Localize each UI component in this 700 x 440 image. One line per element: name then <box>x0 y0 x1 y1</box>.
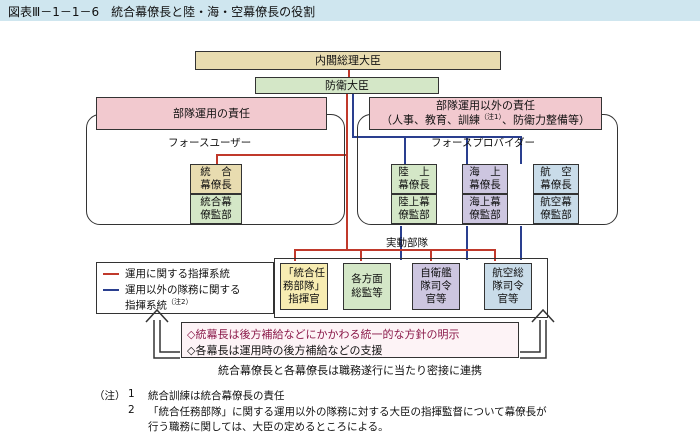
gsdf-staff-office-box: 陸上幕 僚監部 <box>391 194 437 224</box>
joint-chief-box: 統 合 幕僚長 <box>190 164 242 194</box>
title-band <box>0 0 700 21</box>
ops-line-navy <box>430 249 432 261</box>
nonops-detail-b: 、防衛力整備等） <box>501 113 590 127</box>
nonops-detail: （人事、教育、訓練（注1）、防衛力整備等） <box>381 113 590 127</box>
legend-nonops-label-b: 指揮系統 <box>125 299 167 312</box>
prime-minister-box: 内閣総理大臣 <box>195 51 501 70</box>
nonops-line-msdf <box>466 136 468 164</box>
ops-responsibility-box: 部隊運用の責任 <box>96 97 327 130</box>
jtf-commander-box: 「統合任 務部隊」 指揮官 <box>280 263 328 310</box>
nonops-line-gsdf-units <box>400 226 402 260</box>
note-2-text: 「統合任務部隊」に関する運用以外の隊務に対する大臣の指揮監督について幕僚長が <box>148 406 547 418</box>
joint-staff-office-box: 統合幕 僚監部 <box>190 194 242 224</box>
units-label: 実動部隊 <box>386 237 428 249</box>
army-commanders-box: 各方面 総監等 <box>343 263 391 310</box>
right-arrow-inner <box>520 320 541 353</box>
left-arrow-outer <box>153 320 180 359</box>
legend-nonops-line2: 指揮系統（注2） <box>125 297 192 313</box>
ops-line-units-bar <box>294 249 494 251</box>
note-ref-1: （注1） <box>480 113 502 122</box>
ops-line-joint-drop <box>216 154 218 164</box>
right-arrowhead <box>531 308 555 323</box>
notice-box: ◇統幕長は後方補給などにかかわる統一的な方針の明示 ◇各幕長は運用時の後方補給な… <box>181 322 519 358</box>
notice-1: ◇統幕長は後方補給などにかかわる統一的な方針の明示 <box>187 328 460 341</box>
force-user-label: フォースユーザー <box>168 137 252 149</box>
note-1-text: 統合訓練は統合幕僚長の責任 <box>148 390 285 402</box>
ops-line-to-joint <box>216 154 346 156</box>
legend-ops-label: 運用に関する指揮系統 <box>125 268 230 280</box>
note-1-number: 1 <box>128 388 135 400</box>
air-commander-box: 航空総 隊司令 官等 <box>484 263 532 310</box>
nonops-line-gsdf <box>404 136 406 164</box>
force-provider-label: フォースプロバイダー <box>431 137 536 149</box>
asdf-chief-box: 航 空 幕僚長 <box>533 164 579 194</box>
fleet-commander-box: 自衛艦 隊司令 官等 <box>412 263 460 310</box>
msdf-staff-office-box: 海上幕 僚監部 <box>462 194 508 224</box>
legend-nonops-swatch <box>103 289 119 291</box>
legend-nonops-label-a: 運用以外の隊務に関する <box>125 284 241 296</box>
units-frame <box>274 258 548 318</box>
note-2-text-cont: 行う職務に関しては、大臣の定めるところによる。 <box>148 421 389 433</box>
nonops-detail-a: （人事、教育、訓練 <box>381 113 481 127</box>
gsdf-chief-box: 陸 上 幕僚長 <box>391 164 437 194</box>
legend-ops-swatch <box>103 273 119 275</box>
nonops-title: 部隊運用以外の責任 <box>436 99 535 113</box>
nonops-line-msdf-units <box>466 226 468 260</box>
line-pm-dm <box>348 70 350 77</box>
cooperation-arrow <box>145 308 555 359</box>
ops-line-army <box>360 249 362 261</box>
note-2-number: 2 <box>128 404 135 416</box>
cooperation-caption: 統合幕僚長と各幕僚長は職務遂行に当たり密接に連携 <box>218 364 482 377</box>
notice-2: ◇各幕長は運用時の後方補給などの支援 <box>187 344 383 357</box>
msdf-chief-box: 海 上 幕僚長 <box>462 164 508 194</box>
legend: 運用に関する指揮系統 運用以外の隊務に関する 指揮系統（注2） <box>96 262 274 314</box>
ops-line-air <box>494 249 496 261</box>
asdf-staff-office-box: 航空幕 僚監部 <box>533 194 579 224</box>
notes-label: （注） <box>94 390 126 402</box>
ops-line-trunk <box>346 94 348 250</box>
nonops-responsibility-box: 部隊運用以外の責任 （人事、教育、訓練（注1）、防衛力整備等） <box>369 97 602 130</box>
nonops-line-asdf <box>520 136 522 164</box>
left-arrowhead <box>145 308 169 323</box>
figure-title: 図表Ⅲ－1－1－6 統合幕僚長と陸・海・空幕僚長の役割 <box>8 5 316 19</box>
nonops-line-trunk <box>352 94 354 136</box>
defense-minister-box: 防衛大臣 <box>255 77 439 94</box>
right-arrow-outer <box>520 320 547 359</box>
nonops-line-asdf-units <box>520 226 522 260</box>
nonops-line-to-staffs <box>352 136 522 138</box>
note-ref-2: （注2） <box>167 298 193 306</box>
left-arrow-inner <box>159 320 180 353</box>
ops-line-jtf <box>294 249 296 261</box>
